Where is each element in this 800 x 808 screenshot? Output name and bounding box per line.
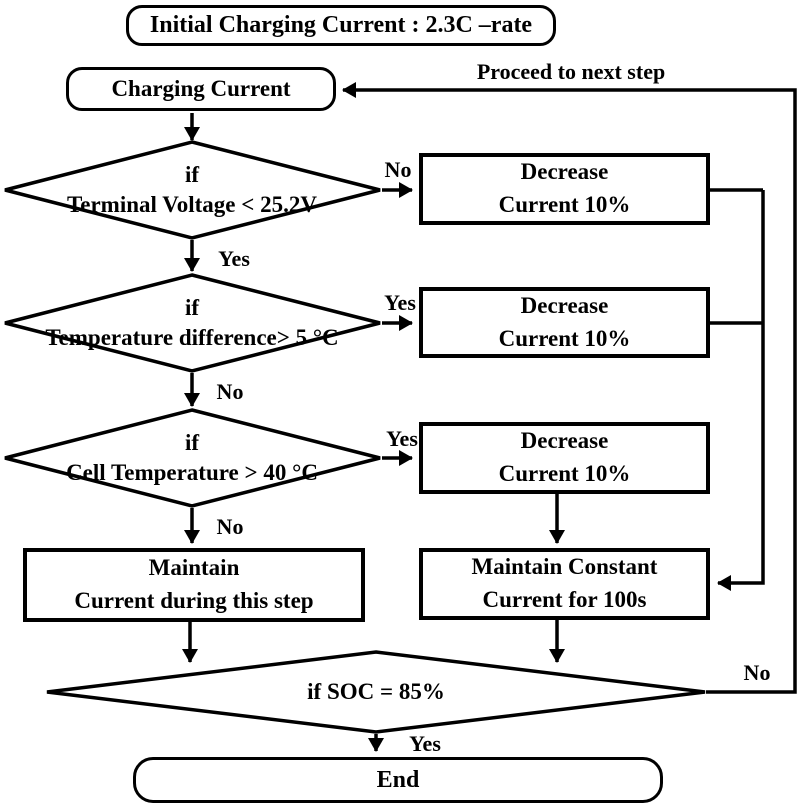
terminal-voltage-no-label: No: [384, 157, 412, 182]
decrease1-line2: Current 10%: [498, 192, 631, 217]
end-node: End: [133, 757, 663, 803]
decision-cell-temperature-shape: [4, 408, 381, 508]
cell-temperature-yes-label: Yes: [386, 426, 418, 451]
decision-soc-text: if SOC = 85%: [307, 677, 445, 707]
maintain-current-box: Maintain Current during this step: [23, 548, 365, 622]
title-node: Initial Charging Current : 2.3C –rate: [126, 5, 556, 46]
decision-terminal-voltage-text: if Terminal Voltage < 25.2V: [67, 160, 317, 220]
title-label: Initial Charging Current : 2.3C –rate: [149, 12, 533, 39]
decision-terminal-voltage-shape: [4, 140, 381, 240]
temperature-difference-no-label: No: [216, 379, 244, 404]
soc-no-label: No: [743, 660, 771, 685]
charging-current-label: Charging Current: [111, 75, 291, 101]
cell-temperature-no-label: No: [216, 514, 244, 539]
end-label: End: [376, 766, 420, 793]
maintain-line2: Current during this step: [74, 588, 314, 613]
decrease3-line2: Current 10%: [498, 461, 631, 486]
maintain-line1: Maintain: [148, 555, 240, 581]
decision-soc-condition: if SOC = 85%: [307, 679, 445, 705]
soc-yes-label: Yes: [409, 731, 441, 756]
maintain-constant-line1: Maintain Constant: [471, 554, 658, 580]
decision1-if: if: [184, 162, 200, 188]
charging-current-node: Charging Current: [66, 67, 336, 111]
decrease1-line1: Decrease: [520, 159, 609, 185]
decision3-if: if: [184, 430, 200, 456]
decrease2-line2: Current 10%: [498, 325, 631, 351]
maintain-constant-current-box: Maintain Constant Current for 100s: [419, 548, 710, 620]
edge-bus-to-maintain-constant: [717, 190, 765, 591]
decrease-current-box-2: Decrease Current 10%: [419, 287, 710, 358]
decision1-condition: Terminal Voltage < 25.2V: [67, 192, 317, 217]
proceed-to-next-step-label: Proceed to next step: [476, 59, 666, 84]
decrease-current-box-3: Decrease Current 10%: [419, 422, 710, 494]
decision-soc-shape: [46, 650, 706, 734]
temperature-difference-yes-label: Yes: [384, 290, 416, 315]
decision-cell-temperature-text: if Cell Temperature > 40 °C: [66, 428, 318, 488]
decision-temperature-difference-text: if Temperature difference> 5 °C: [45, 293, 338, 353]
decision2-condition: Temperature difference> 5 °C: [45, 325, 339, 350]
decrease-current-box-1: Decrease Current 10%: [419, 153, 710, 225]
edge-soc-no-loop-to-charging: [342, 82, 797, 694]
terminal-voltage-yes-label: Yes: [218, 246, 250, 271]
decision2-if: if: [184, 295, 200, 321]
decision3-condition: Cell Temperature > 40 °C: [66, 460, 318, 485]
maintain-constant-line2: Current for 100s: [482, 587, 647, 612]
decrease3-line1: Decrease: [520, 428, 609, 454]
decision-temperature-difference-shape: [4, 273, 381, 373]
decrease2-line1: Decrease: [520, 292, 609, 318]
